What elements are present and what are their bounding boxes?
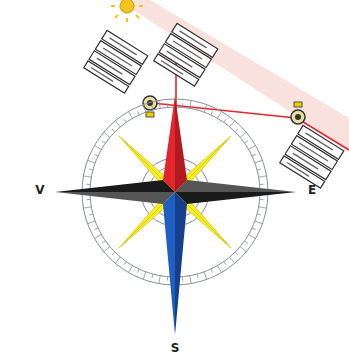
orbit-band [118,0,349,150]
direction-letter: S [171,342,180,354]
sun-icon [111,0,143,22]
north-south-arrow [163,96,187,335]
receiver-dot [143,96,305,124]
direction-letter: V [35,184,44,196]
direction-letter: E [308,184,316,196]
